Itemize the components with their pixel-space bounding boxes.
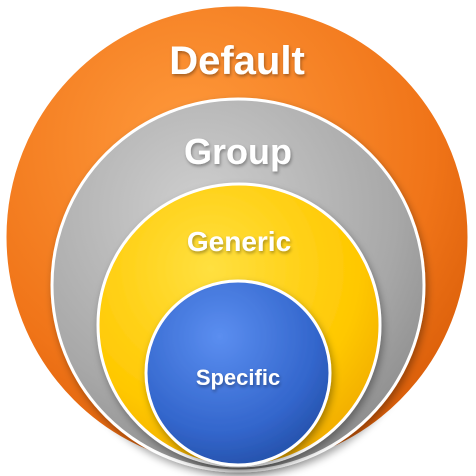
ring-group-label: Group xyxy=(184,131,292,172)
ring-specific-label: Specific xyxy=(196,365,280,390)
ring-specific: Specific xyxy=(144,279,332,467)
ring-generic-label: Generic xyxy=(187,226,291,257)
ring-specific-circle xyxy=(144,279,332,467)
ring-default-label: Default xyxy=(169,39,305,83)
